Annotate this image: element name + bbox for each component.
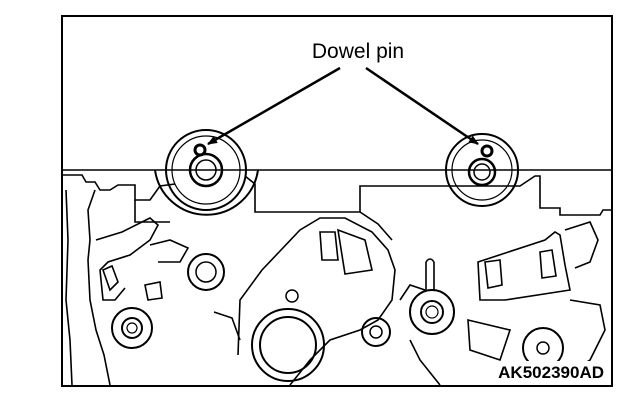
left-boss	[154, 129, 259, 216]
code-backing	[476, 361, 608, 383]
dowel-pin-label: Dowel pin	[312, 40, 404, 63]
figure-frame	[61, 15, 613, 387]
right-boss	[445, 133, 519, 207]
right-dowel-pin	[480, 144, 494, 158]
left-dowel-pin	[193, 143, 207, 157]
arrow-left	[207, 66, 341, 146]
engine-block	[62, 174, 612, 386]
arrow-right	[365, 66, 479, 146]
figure-code: AK502390AD	[498, 363, 604, 382]
